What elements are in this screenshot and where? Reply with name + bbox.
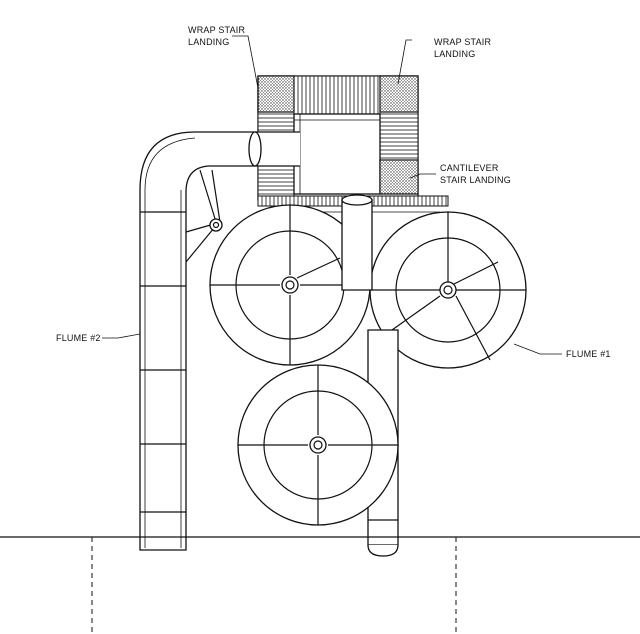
spiral-right	[369, 211, 527, 369]
wrap-stair-landing-right-block	[379, 75, 419, 113]
leader-lines	[102, 35, 562, 355]
label-flume-1: FLUME #1	[566, 349, 611, 359]
label-cantilever-stair-landing: CANTILEVER STAIR LANDING	[440, 163, 511, 185]
wrap-stair-landing-left-block	[257, 75, 295, 113]
label-flume-2: FLUME #2	[56, 333, 101, 343]
label-wrap-stair-landing-left: WRAP STAIR LANDING	[188, 25, 248, 47]
label-wrap-stair-landing-right: WRAP STAIR LANDING	[434, 37, 494, 59]
spiral-lower	[237, 364, 399, 526]
ground	[0, 536, 640, 634]
flume-2	[139, 131, 300, 551]
